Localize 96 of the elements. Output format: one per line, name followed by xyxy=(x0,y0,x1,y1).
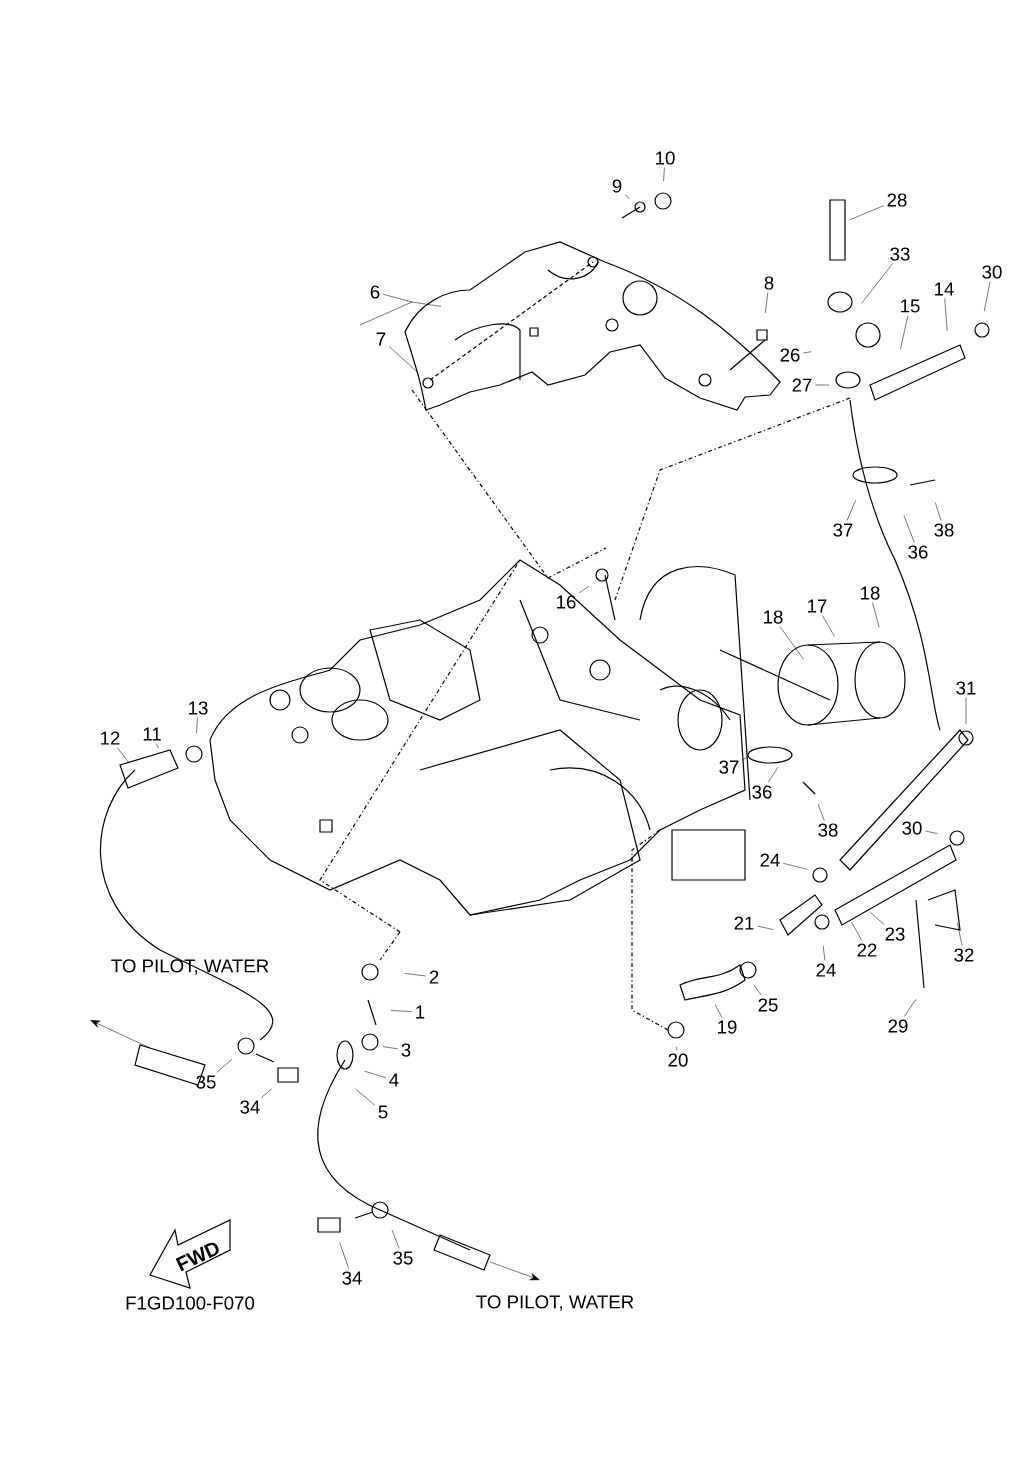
callout-number: 7 xyxy=(376,332,386,346)
callout-number: 17 xyxy=(808,599,827,613)
callout-number: 30 xyxy=(982,265,1002,279)
callout-number: 22 xyxy=(857,943,877,957)
part-code: F1GD100-F070 xyxy=(126,1296,255,1310)
leader-line xyxy=(714,1004,723,1018)
leader-line xyxy=(117,747,130,764)
callout-number: 37 xyxy=(719,760,739,774)
callout-number: 11 xyxy=(143,727,161,741)
callout-number: 14 xyxy=(935,282,954,296)
callout-number: 16 xyxy=(557,595,576,609)
callout-number: 35 xyxy=(393,1251,413,1265)
callout-number: 25 xyxy=(758,998,778,1012)
leader-line xyxy=(196,717,198,734)
callout-number: 21 xyxy=(734,916,754,930)
hose-label: TO PILOT, WATER xyxy=(111,959,269,975)
leader-line xyxy=(663,167,665,182)
callout-number: 36 xyxy=(908,545,928,559)
callout-number: 10 xyxy=(656,151,675,165)
leader-line xyxy=(957,922,963,946)
leader-line xyxy=(757,925,774,930)
callout-number: 4 xyxy=(389,1073,399,1087)
callout-number: 18 xyxy=(764,610,783,624)
leader-line xyxy=(390,1010,413,1012)
leader-line xyxy=(779,626,804,660)
callout-number: 35 xyxy=(196,1075,216,1089)
leader-line xyxy=(803,351,812,354)
callout-number: 6 xyxy=(370,285,380,299)
leader-line xyxy=(765,292,769,314)
callout-number: 1 xyxy=(416,1005,425,1019)
hose-label: TO PILOT, WATER xyxy=(476,1295,634,1311)
callout-number: 12 xyxy=(101,731,120,745)
leader-line xyxy=(388,346,419,373)
leader-line xyxy=(391,1229,400,1249)
leader-line xyxy=(983,281,991,312)
callout-number: 19 xyxy=(718,1020,737,1034)
callout-number: 38 xyxy=(934,523,954,537)
leader-line xyxy=(846,499,856,521)
callout-number: 37 xyxy=(833,523,853,537)
leader-line xyxy=(904,998,917,1017)
callout-number: 18 xyxy=(861,586,880,600)
callout-number: 2 xyxy=(429,970,439,984)
leader-line xyxy=(382,1046,399,1050)
leader-line xyxy=(870,912,885,925)
leader-line xyxy=(261,1088,272,1098)
arrow-label: FWD xyxy=(175,1242,219,1272)
callout-number: 9 xyxy=(612,179,622,193)
callout-number: 26 xyxy=(780,348,800,362)
leader-line xyxy=(767,766,779,783)
callout-number: 31 xyxy=(956,681,976,695)
callout-number: 34 xyxy=(342,1271,362,1285)
leader-line xyxy=(944,298,948,332)
leader-line xyxy=(861,263,893,304)
leader-line xyxy=(900,315,909,350)
callout-number: 23 xyxy=(885,927,905,941)
leader-line xyxy=(355,1088,376,1106)
leader-line xyxy=(925,830,938,834)
leader-line xyxy=(822,615,835,637)
leader-line xyxy=(815,384,830,386)
callout-number: 27 xyxy=(792,378,812,392)
leader-line xyxy=(817,804,825,821)
leader-line xyxy=(872,602,880,628)
callout-number: 29 xyxy=(888,1019,908,1033)
leader-line xyxy=(935,502,942,521)
leader-line xyxy=(364,1070,387,1078)
callout-number: 32 xyxy=(954,948,974,962)
leader-line xyxy=(783,863,808,870)
leader-line xyxy=(851,921,862,941)
callout-number: 24 xyxy=(816,963,836,977)
callout-number: 3 xyxy=(401,1043,411,1057)
leader-line xyxy=(676,1046,678,1051)
callout-number: 13 xyxy=(189,701,208,715)
leader-line xyxy=(579,585,590,594)
leader-line xyxy=(404,973,427,977)
leader-line xyxy=(903,515,915,543)
leader-line xyxy=(742,756,748,761)
callout-number: 36 xyxy=(752,785,772,799)
leader-line xyxy=(216,1059,233,1073)
callout-number: 8 xyxy=(764,276,774,290)
callout-number: 5 xyxy=(378,1105,388,1119)
callout-number: 20 xyxy=(668,1053,688,1067)
callout-number: 34 xyxy=(240,1100,260,1114)
callout-number: 33 xyxy=(890,247,910,261)
leader-line xyxy=(965,697,967,725)
leader-line xyxy=(339,1242,349,1269)
leader-line xyxy=(822,945,826,961)
leader-line xyxy=(849,205,884,220)
leader-line xyxy=(156,743,159,749)
leader-line xyxy=(753,984,762,996)
callout-number: 30 xyxy=(902,821,922,835)
callout-number: 28 xyxy=(887,193,907,207)
leader-line xyxy=(624,194,630,200)
callout-number: 15 xyxy=(901,299,920,313)
callout-number: 24 xyxy=(760,853,780,867)
leader-line xyxy=(359,293,442,326)
callout-number: 38 xyxy=(818,823,838,837)
